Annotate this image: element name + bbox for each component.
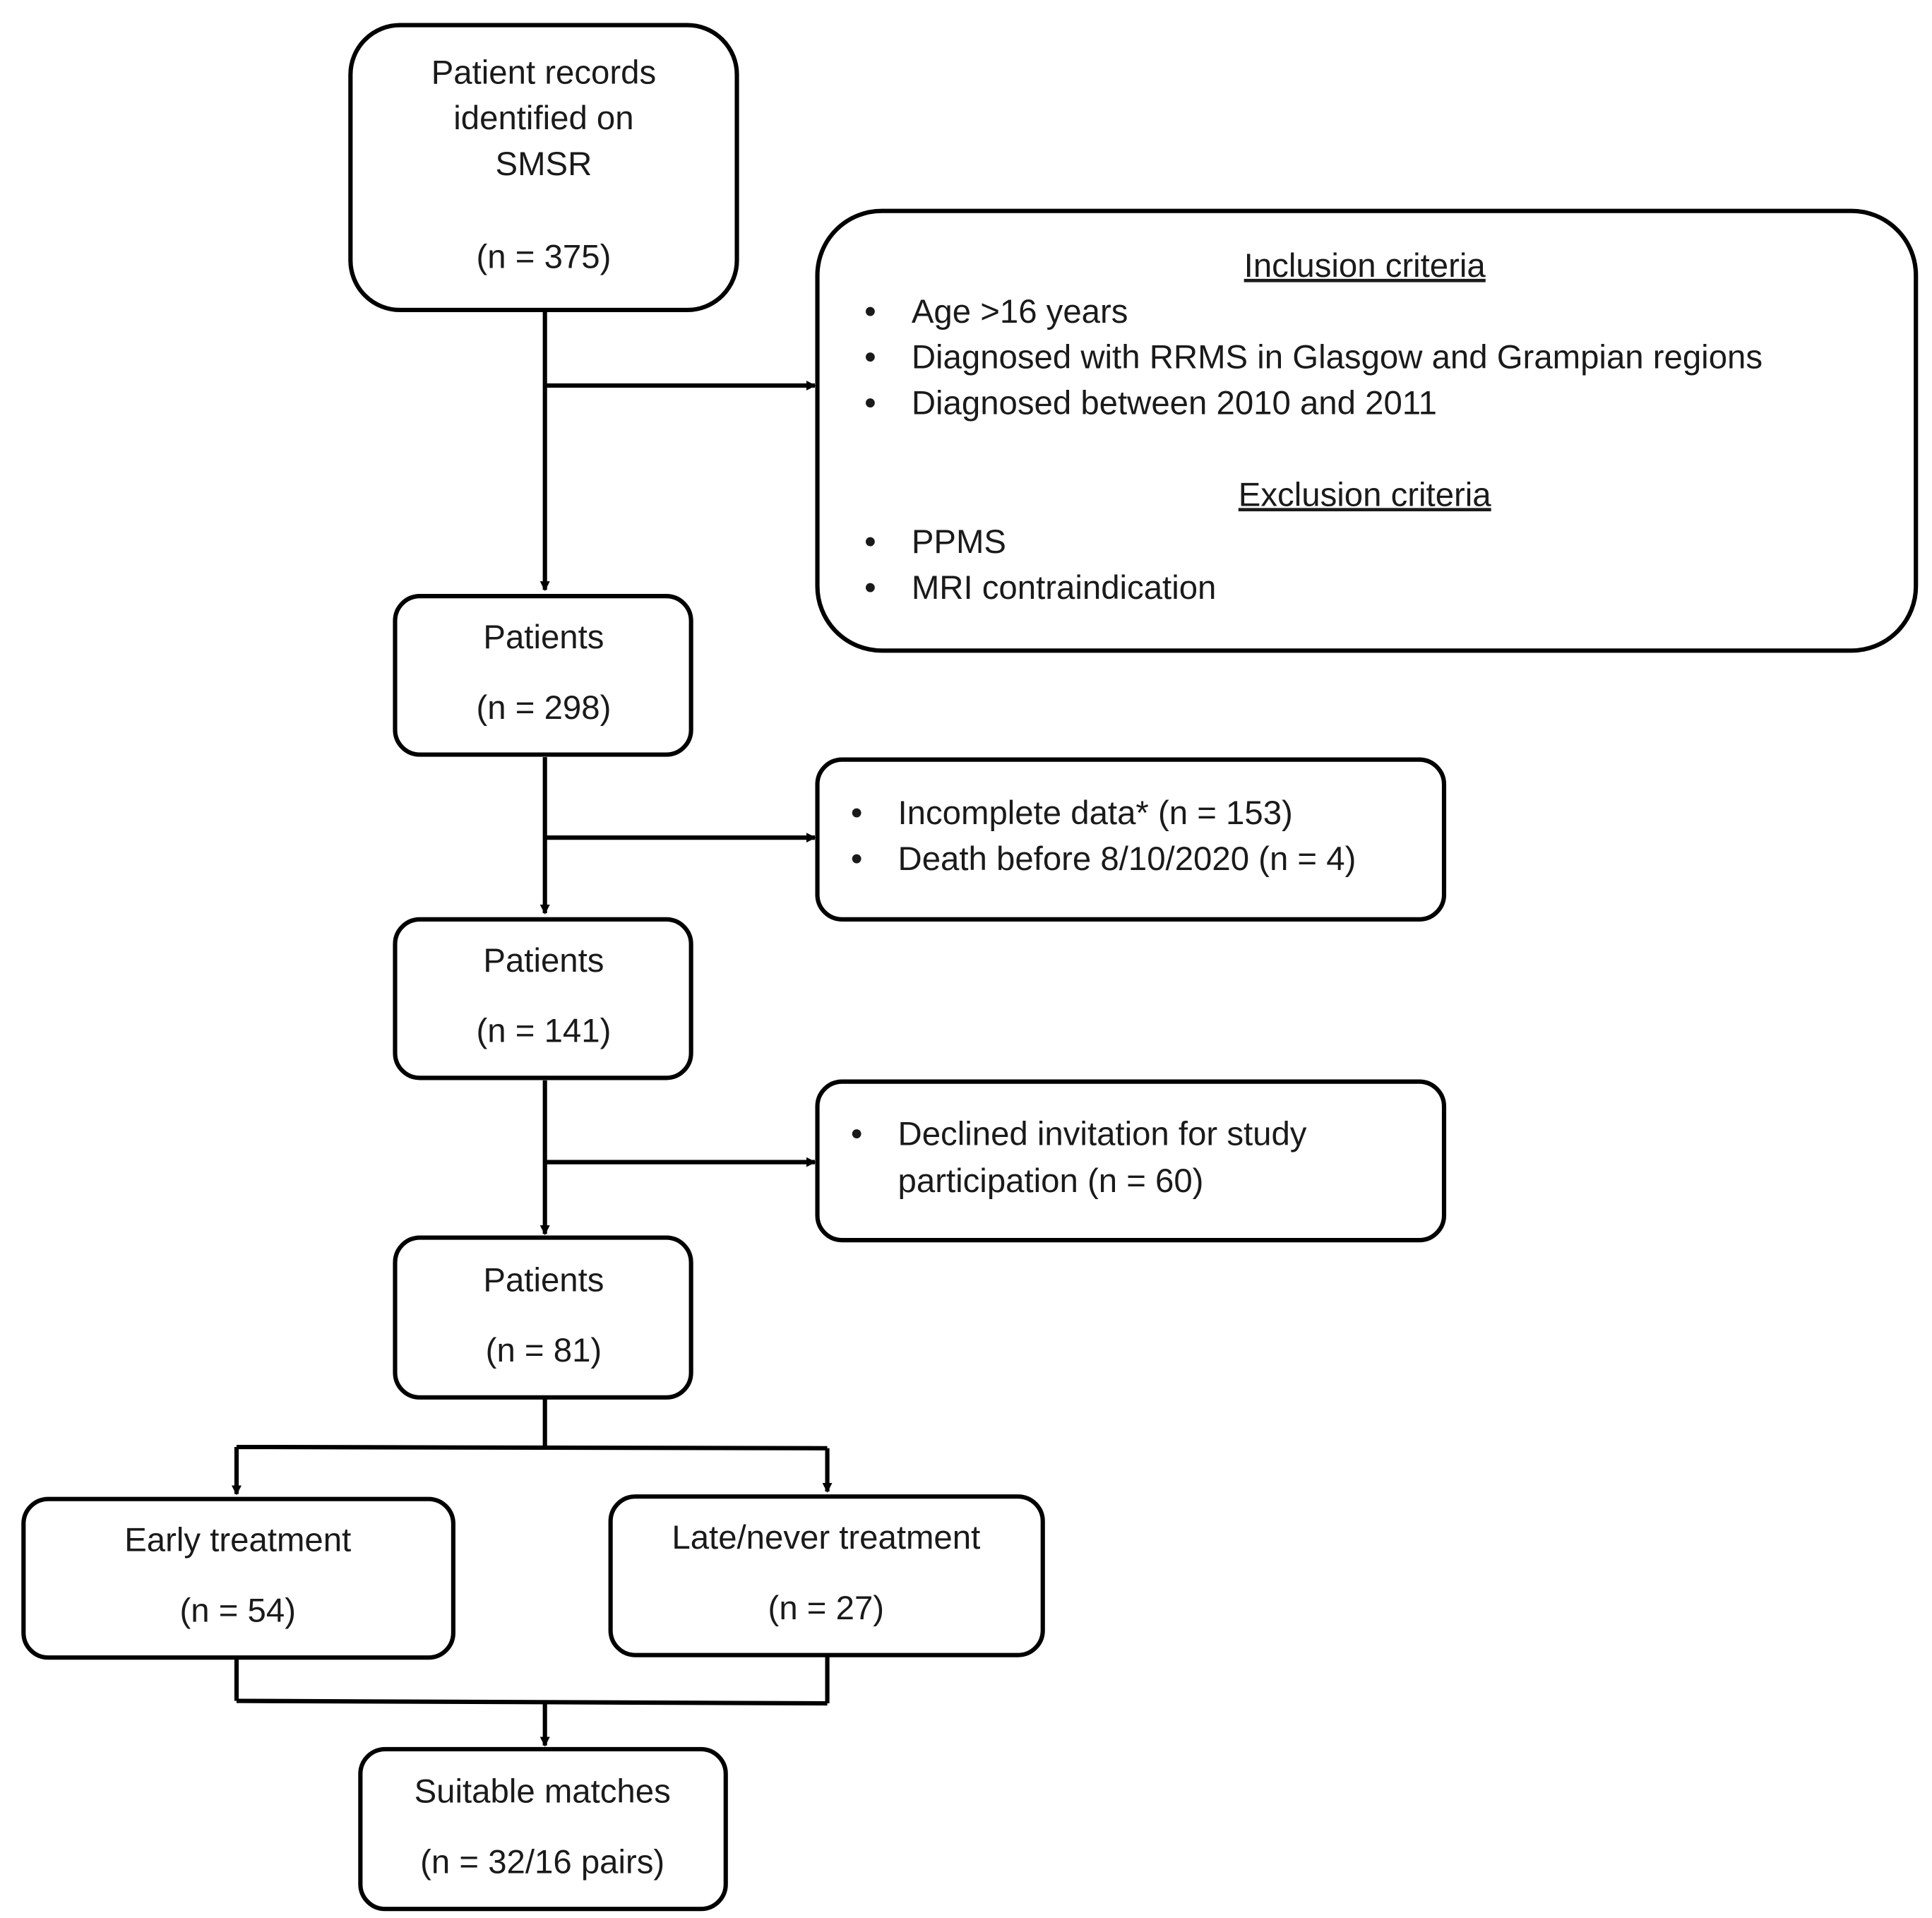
box-count: (n = 27) [768, 1590, 884, 1627]
bullet: • [864, 385, 876, 422]
inclusion-item: Age >16 years [912, 293, 1128, 330]
box-label: Suitable matches [415, 1773, 671, 1811]
records-count: (n = 375) [477, 239, 612, 276]
box-count: (n = 298) [477, 689, 612, 727]
box-count: (n = 54) [179, 1592, 295, 1630]
patients-298-box: Patients (n = 298) [393, 594, 693, 757]
patients-81-box: Patients (n = 81) [393, 1235, 693, 1400]
bullet: • [864, 339, 876, 376]
box-count: (n = 81) [486, 1332, 602, 1369]
bullet: • [864, 523, 876, 561]
records-line-2: identified on [453, 100, 633, 137]
merge-bar [236, 1698, 828, 1706]
box-count: (n = 141) [477, 1013, 612, 1050]
connectors [231, 309, 833, 1747]
exclusion-item: MRI contraindication [912, 569, 1217, 607]
bullet: • [851, 840, 863, 878]
inclusion-item: Diagnosed between 2010 and 2011 [912, 385, 1437, 422]
exclusions-2-box: • Declined invitation for study particip… [815, 1079, 1447, 1243]
late-treatment-box: Late/never treatment (n = 27) [608, 1494, 1045, 1657]
records-line-1: Patient records [431, 54, 656, 91]
suitable-matches-box: Suitable matches (n = 32/16 pairs) [358, 1746, 728, 1912]
exclusion-reason: Death before 8/10/2020 (n = 4) [898, 840, 1356, 878]
exclusion-reason: Incomplete data* (n = 153) [898, 794, 1293, 832]
early-treatment-box: Early treatment (n = 54) [21, 1496, 455, 1660]
split-bar [236, 1444, 828, 1451]
box-label: Patients [483, 942, 604, 979]
box-label: Late/never treatment [672, 1519, 980, 1556]
inclusion-title: Inclusion criteria [1244, 247, 1486, 285]
exclusion-reason-line-1: Declined invitation for study [898, 1115, 1307, 1152]
exclusion-title: Exclusion criteria [1239, 476, 1491, 513]
records-box: Patient records identified on SMSR (n = … [348, 23, 739, 313]
exclusion-reason-line-2: participation (n = 60) [898, 1162, 1204, 1200]
bullet: • [851, 794, 863, 832]
criteria-box: Inclusion criteria • Age >16 years • Dia… [815, 208, 1919, 653]
box-label: Patients [483, 1261, 604, 1299]
records-line-3: SMSR [496, 145, 592, 183]
inclusion-item: Diagnosed with RRMS in Glasgow and Gramp… [912, 339, 1763, 376]
patients-141-box: Patients (n = 141) [393, 917, 693, 1080]
bullet: • [864, 569, 876, 607]
box-label: Early treatment [124, 1522, 351, 1559]
exclusions-1-box: • Incomplete data* (n = 153) • Death bef… [815, 757, 1447, 922]
bullet: • [851, 1115, 863, 1152]
box-count: (n = 32/16 pairs) [420, 1844, 664, 1881]
bullet: • [864, 293, 876, 330]
exclusion-item: PPMS [912, 523, 1006, 561]
box-label: Patients [483, 619, 604, 656]
